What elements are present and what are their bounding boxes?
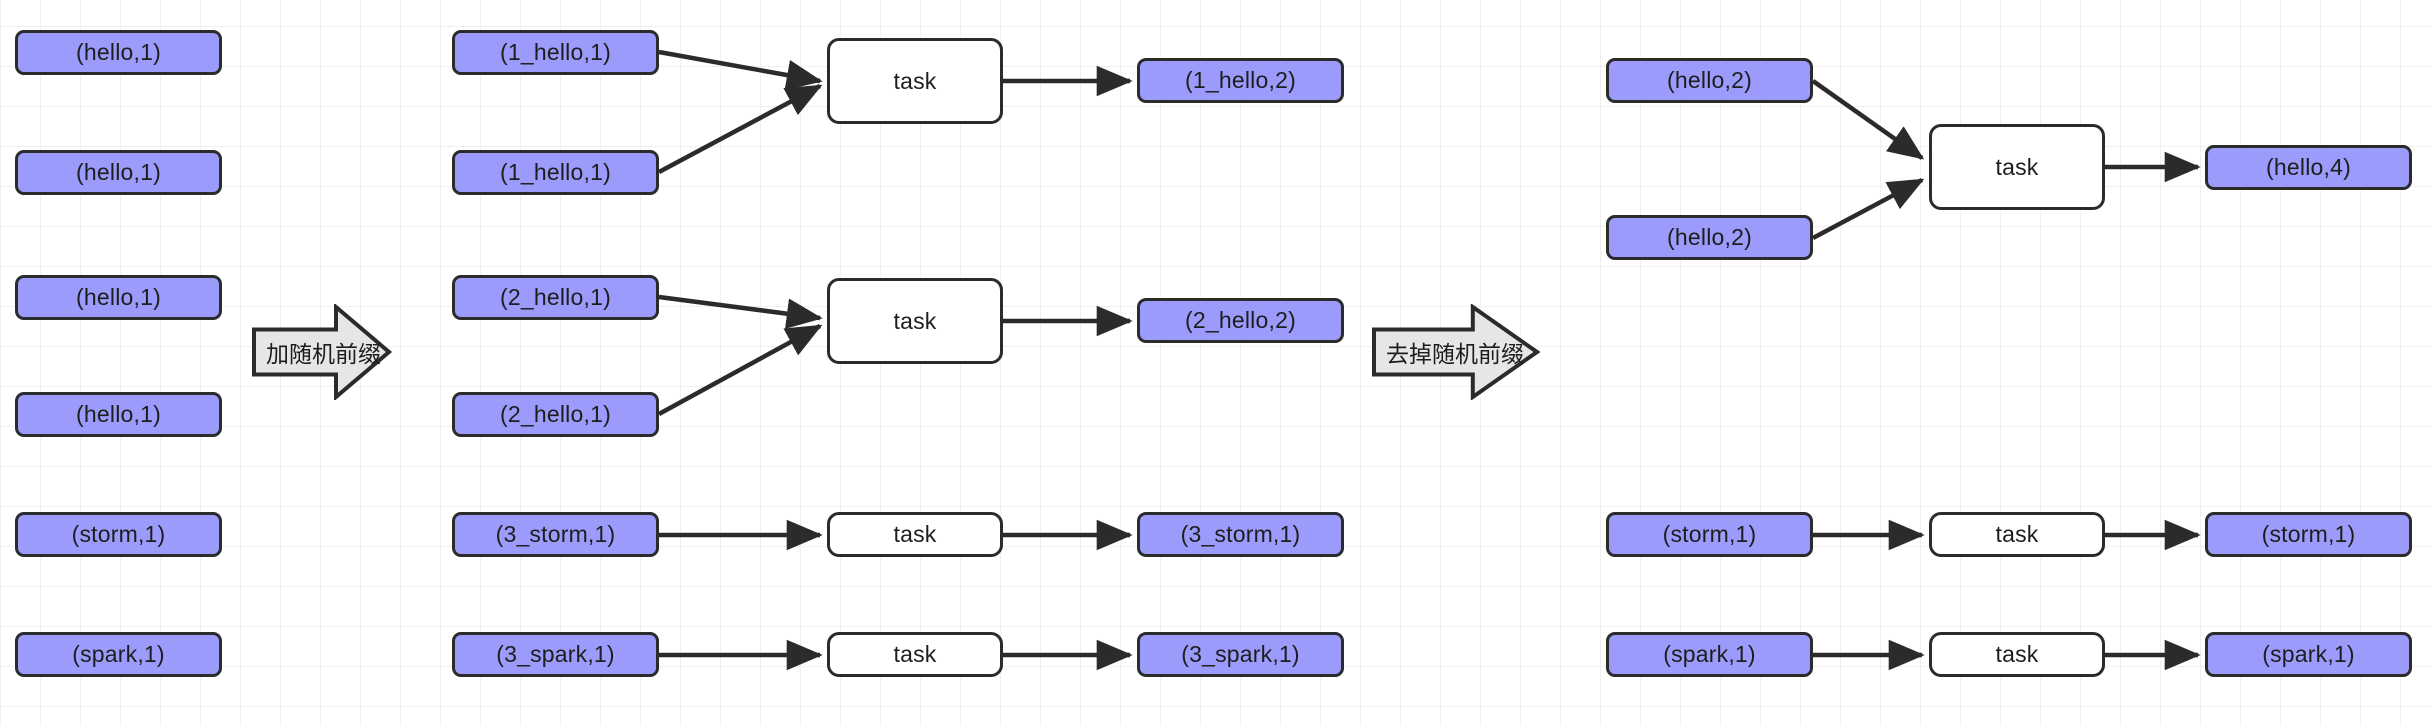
task-node[interactable]: task (827, 632, 1003, 677)
data-node[interactable]: (1_hello,2) (1137, 58, 1344, 103)
edge-arrow (1811, 178, 1925, 240)
data-node[interactable]: (spark,1) (1606, 632, 1813, 677)
task-node[interactable]: task (827, 512, 1003, 557)
block-arrow-label: 加随机前缀 (266, 341, 381, 367)
data-node[interactable]: (hello,1) (15, 30, 222, 75)
block-arrow: 加随机前缀 (252, 304, 392, 400)
task-node[interactable]: task (1929, 124, 2105, 210)
edge-arrow (1811, 79, 1925, 160)
block-arrow-shape (1372, 304, 1540, 400)
data-node[interactable]: (hello,1) (15, 150, 222, 195)
data-node[interactable]: (hello,4) (2205, 145, 2412, 190)
data-node[interactable]: (hello,1) (15, 392, 222, 437)
edge-arrow (658, 294, 823, 329)
data-node[interactable]: (1_hello,1) (452, 150, 659, 195)
data-node[interactable]: (3_storm,1) (1137, 512, 1344, 557)
data-node[interactable]: (3_spark,1) (1137, 632, 1344, 677)
edge-arrow (658, 49, 823, 91)
edge-arrow (657, 84, 823, 174)
data-node[interactable]: (hello,2) (1606, 58, 1813, 103)
task-node[interactable]: task (1929, 632, 2105, 677)
data-node[interactable]: (storm,1) (15, 512, 222, 557)
block-arrow: 去掉随机前缀 (1372, 304, 1540, 400)
data-node[interactable]: (2_hello,1) (452, 392, 659, 437)
data-node[interactable]: (1_hello,1) (452, 30, 659, 75)
block-arrow-shape (252, 304, 392, 400)
data-node[interactable]: (storm,1) (2205, 512, 2412, 557)
edge-arrow (657, 324, 823, 416)
data-node[interactable]: (spark,1) (2205, 632, 2412, 677)
task-node[interactable]: task (1929, 512, 2105, 557)
data-node[interactable]: (2_hello,2) (1137, 298, 1344, 343)
data-node[interactable]: (hello,1) (15, 275, 222, 320)
data-node[interactable]: (3_spark,1) (452, 632, 659, 677)
data-node[interactable]: (spark,1) (15, 632, 222, 677)
task-node[interactable]: task (827, 278, 1003, 364)
block-arrow-label: 去掉随机前缀 (1386, 341, 1524, 367)
data-node[interactable]: (3_storm,1) (452, 512, 659, 557)
data-node[interactable]: (storm,1) (1606, 512, 1813, 557)
data-node[interactable]: (2_hello,1) (452, 275, 659, 320)
task-node[interactable]: task (827, 38, 1003, 124)
data-node[interactable]: (hello,2) (1606, 215, 1813, 260)
